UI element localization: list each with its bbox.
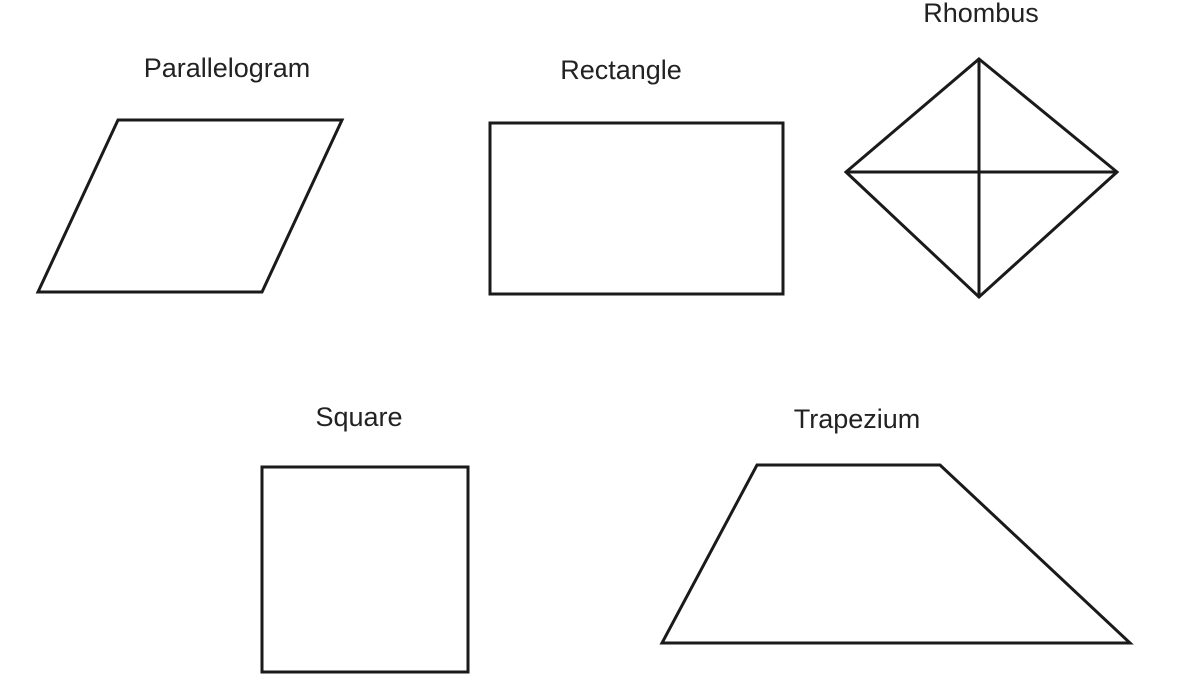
rectangle-shape <box>488 121 785 296</box>
parallelogram-shape <box>35 118 345 294</box>
parallelogram-label: Parallelogram <box>144 53 311 83</box>
rectangle-label: Rectangle <box>560 55 682 85</box>
square-shape <box>260 465 470 674</box>
rhombus-label: Rhombus <box>923 0 1039 28</box>
trapezium-shape <box>659 463 1134 645</box>
rhombus-shape <box>843 57 1120 300</box>
trapezium-label: Trapezium <box>794 404 921 434</box>
square-label: Square <box>315 402 402 432</box>
